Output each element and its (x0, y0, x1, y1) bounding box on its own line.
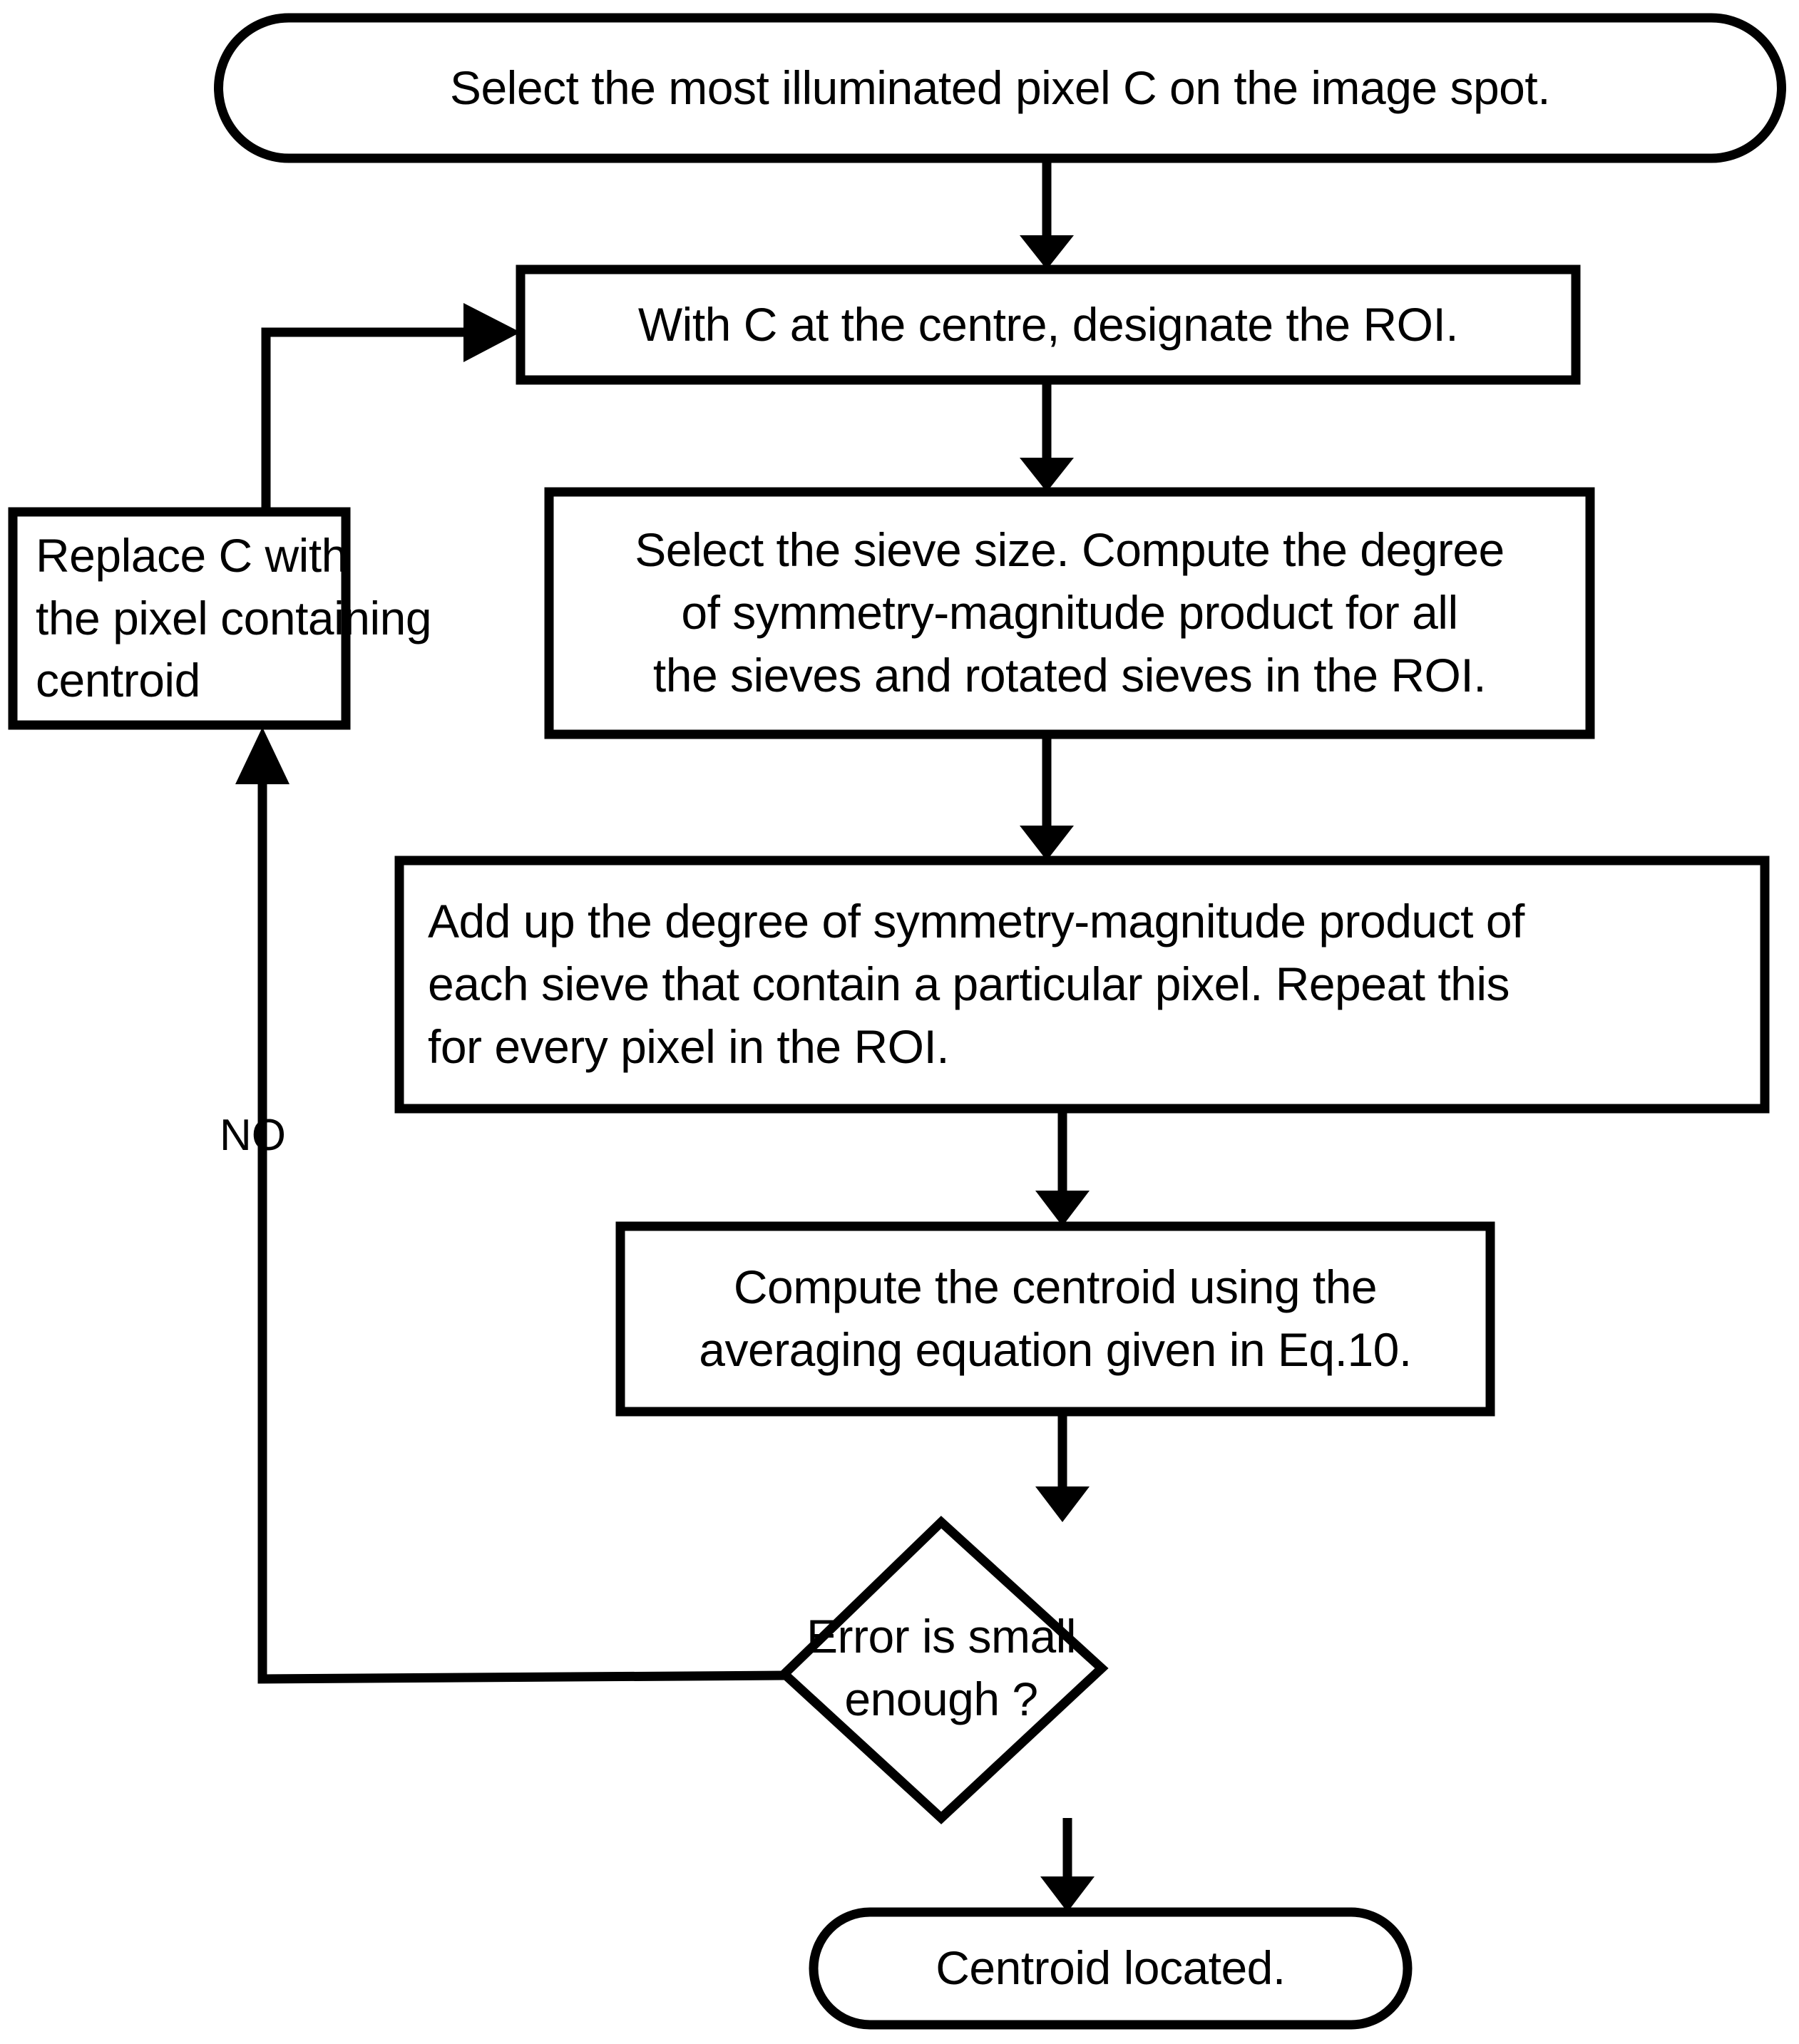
connector-sieve-to-addup (1020, 734, 1074, 861)
connector-centroid-to-decision (1035, 1412, 1090, 1522)
connector-decision-to-end (1040, 1818, 1095, 1912)
connector-decision-no-to-replace (235, 727, 785, 1684)
node-designate-roi-shape (516, 265, 1581, 385)
edge-label-no: NO (220, 1111, 286, 1160)
node-add-up-shape (394, 856, 1770, 1114)
connector-addup-to-centroid (1035, 1109, 1090, 1226)
node-start-shape (214, 13, 1786, 163)
connector-start-to-roi (1020, 158, 1074, 269)
node-end-shape (809, 1907, 1413, 2030)
node-compute-centroid-shape (615, 1221, 1495, 1417)
node-decision-shape (777, 1516, 1109, 1824)
connector-replace-to-roi (261, 303, 521, 512)
connector-roi-to-sieve (1020, 380, 1074, 492)
node-select-sieve-shape (544, 487, 1595, 739)
node-replace-c-shape (8, 507, 351, 730)
